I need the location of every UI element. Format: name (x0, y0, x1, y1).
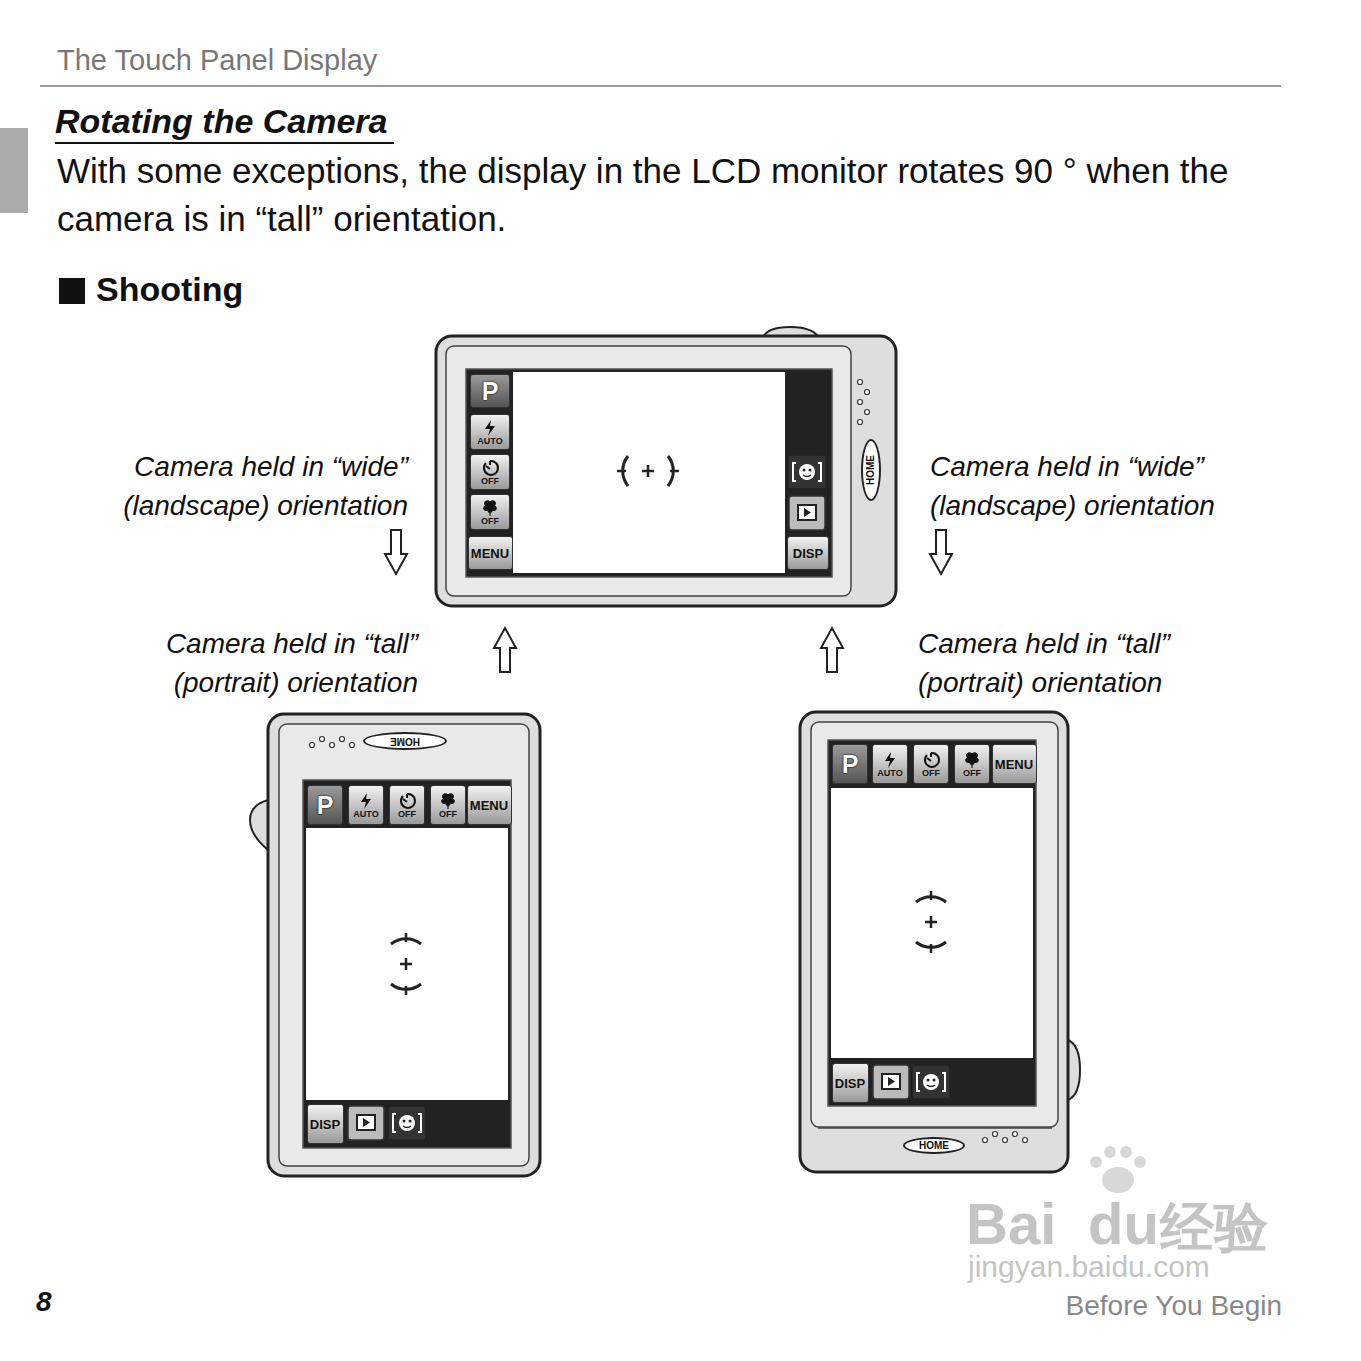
page-title: Rotating the Camera (55, 100, 394, 144)
home-button: HOME (903, 1137, 965, 1154)
button-label: HOME (919, 1141, 949, 1151)
page-number: 8 (36, 1286, 52, 1318)
touch-button: AUTO (470, 414, 510, 450)
touch-button: P (470, 374, 510, 408)
flash-icon (480, 419, 500, 437)
button-label: OFF (963, 769, 981, 778)
button-label: HOME (390, 736, 420, 746)
caption: Camera held in “tall” (portrait) orienta… (78, 624, 418, 702)
button-label: AUTO (477, 437, 502, 446)
button-label: OFF (922, 769, 940, 778)
caption: Camera held in “wide” (landscape) orient… (68, 447, 408, 525)
button-label: OFF (439, 810, 457, 819)
button-label: MENU (470, 799, 508, 812)
flash-icon (356, 792, 376, 810)
touch-button: OFF (470, 494, 510, 530)
button-label: DISP (793, 547, 823, 560)
touch-button: P (307, 785, 343, 825)
timer-icon (397, 792, 417, 810)
macro-icon (480, 499, 500, 517)
button-label: OFF (481, 477, 499, 486)
touch-button: OFF (954, 744, 990, 784)
timer-icon (921, 751, 941, 769)
button-label: DISP (835, 1077, 865, 1090)
touch-button: MENU (992, 744, 1037, 784)
touch-button: DISP (787, 536, 829, 570)
button-label: AUTO (877, 769, 902, 778)
button-label: HOME (866, 455, 876, 485)
home-button: HOME (861, 439, 881, 501)
touch-button: OFF (430, 785, 466, 825)
watermark: du (1088, 1190, 1159, 1257)
caption: Camera held in “tall” (portrait) orienta… (918, 624, 1258, 702)
button-label: AUTO (353, 810, 378, 819)
touch-button: AUTO (872, 744, 908, 784)
button-label: P (842, 752, 859, 777)
touch-button: OFF (389, 785, 425, 825)
watermark: jingyan.baidu.com (968, 1250, 1210, 1284)
section-heading: Shooting (96, 270, 243, 309)
touch-button: DISP (307, 1104, 344, 1144)
caption: Camera held in “wide” (landscape) orient… (930, 447, 1270, 525)
section-footer: Before You Begin (1030, 1290, 1282, 1322)
button-label: MENU (471, 547, 509, 560)
touch-button: MENU (467, 785, 512, 825)
body-text: With some exceptions, the display in the… (57, 147, 1297, 243)
button-label: P (317, 793, 334, 818)
running-header: The Touch Panel Display (57, 44, 377, 77)
touch-button: P (832, 744, 868, 784)
touch-button: OFF (470, 454, 510, 490)
home-button: HOME (363, 732, 447, 750)
watermark: Bai (966, 1190, 1056, 1257)
button-label: DISP (310, 1118, 340, 1131)
touch-button: AUTO (348, 785, 384, 825)
touch-button: MENU (468, 536, 513, 570)
button-label: P (482, 379, 499, 404)
macro-icon (962, 751, 982, 769)
touch-button: OFF (913, 744, 949, 784)
touch-button: DISP (832, 1063, 869, 1103)
button-label: OFF (481, 517, 499, 526)
button-label: MENU (995, 758, 1033, 771)
button-label: OFF (398, 810, 416, 819)
flash-icon (880, 751, 900, 769)
timer-icon (480, 459, 500, 477)
macro-icon (438, 792, 458, 810)
